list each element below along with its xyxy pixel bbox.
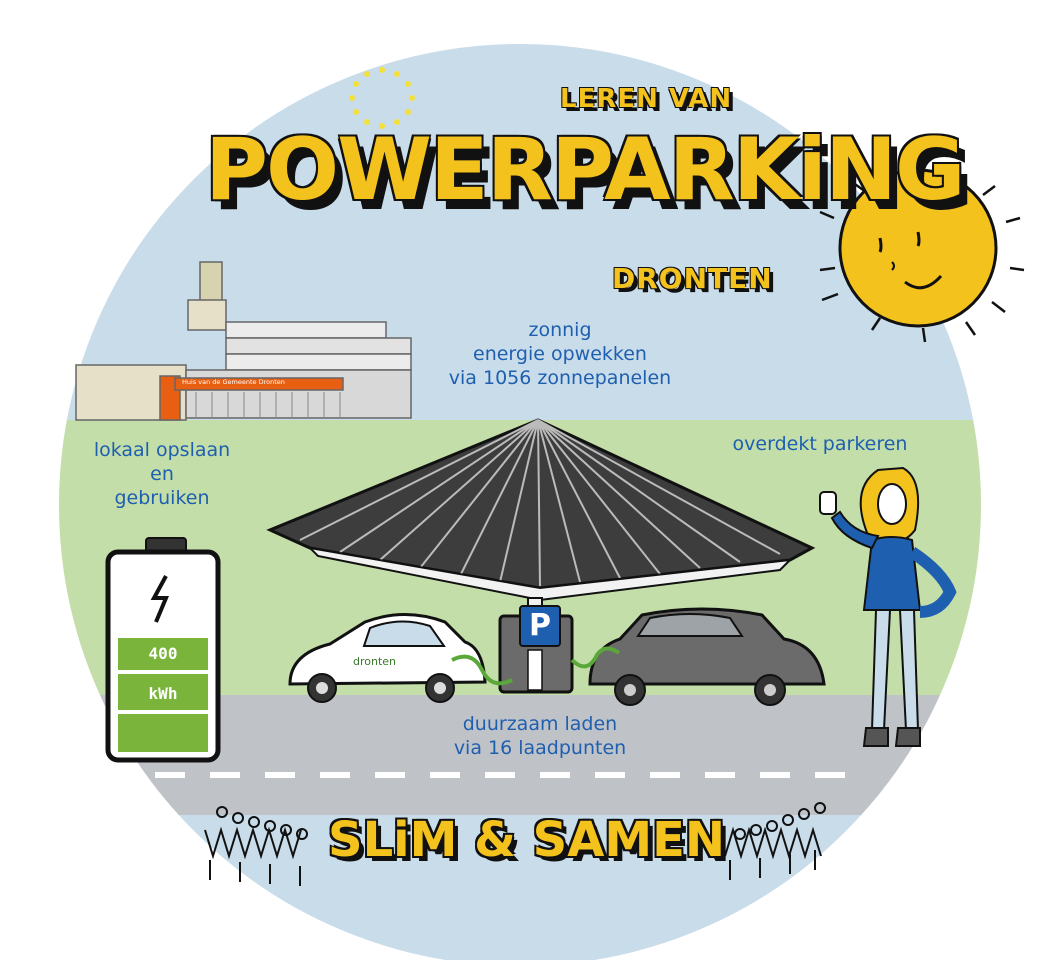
battery-value: 400 [148,644,178,663]
title-line1: LEREN VAN [560,84,733,114]
town-hall-building-icon [75,261,412,421]
building-sign: Huis van de Gemeente Dronten [182,378,285,386]
solar-label-line3: via 1056 zonnepanelen [448,367,672,389]
solar-canopy-icon [266,418,816,619]
charging-label: duurzaam laden via 16 laadpunten [430,712,650,760]
storage-label: lokaal opslaan en gebruiken [72,438,252,510]
storage-label-line3: gebruiken [114,487,210,509]
grey-car-icon [570,607,826,706]
solar-label: zonnig energie opwekken via 1056 zonnepa… [430,318,690,390]
parking-sign-icon [498,605,574,694]
charging-label-line1: duurzaam laden [462,713,618,735]
parking-sign-letter: P [529,608,551,643]
crowd-left-icon [204,806,308,886]
person-thumbs-up-icon [819,466,957,747]
sun-icon [819,150,1025,343]
white-car-icon [288,613,513,703]
battery-fill [118,638,208,752]
storage-label-line2: en [150,463,174,485]
solar-label-line1: zonnig [528,319,592,341]
storage-label-line1: lokaal opslaan [93,439,231,461]
battery-unit: kWh [148,684,178,703]
title-line3: DRONTEN [612,262,773,295]
car-brand: dronten [353,655,397,668]
parking-label: overdekt parkeren [732,433,908,455]
crowd-right-icon [724,802,826,880]
charging-label-line2: via 16 laadpunten [453,737,627,759]
eu-stars-icon [349,67,415,129]
slogan: SLiM & SAMEN [328,812,726,868]
lightning-icon [150,575,169,623]
solar-label-line2: energie opwekken [473,343,647,365]
battery-icon [105,537,221,763]
main-title: POWERPARKiNG [205,120,966,220]
